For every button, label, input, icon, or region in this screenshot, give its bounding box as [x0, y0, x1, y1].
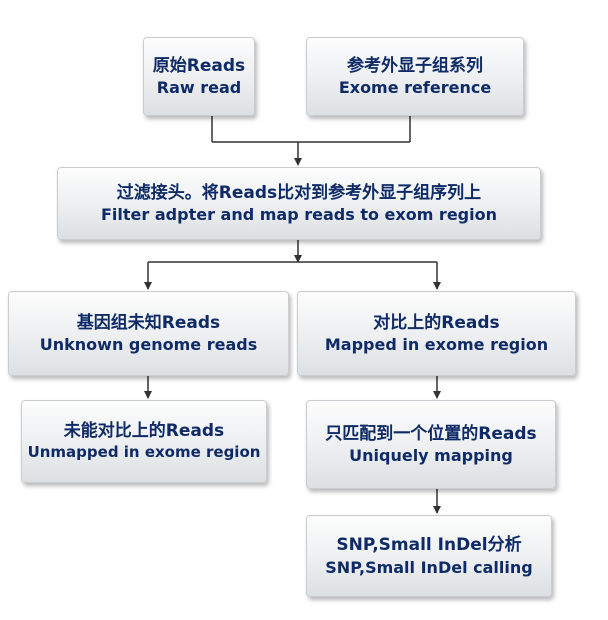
raw-reads-zh: 原始Reads — [152, 55, 246, 76]
unknown-genome-box: 基因组未知Reads Unknown genome reads — [8, 291, 289, 376]
exome-reference-box: 参考外显子组系列 Exome reference — [306, 37, 524, 116]
raw-reads-en: Raw read — [156, 78, 242, 98]
exome-reference-zh: 参考外显子组系列 — [347, 55, 483, 76]
mapped-zh: 对比上的Reads — [373, 312, 500, 333]
filter-map-en: Filter adpter and map reads to exom regi… — [101, 205, 497, 225]
mapped-en: Mapped in exome region — [324, 335, 549, 355]
snp-indel-box: SNP,Small InDel分析 SNP,Small InDel callin… — [306, 515, 552, 597]
snp-indel-zh: SNP,Small InDel分析 — [336, 535, 522, 556]
mapped-box: 对比上的Reads Mapped in exome region — [297, 291, 576, 376]
exome-reference-en: Exome reference — [338, 78, 492, 98]
unique-mapping-zh: 只匹配到一个位置的Reads — [325, 423, 537, 444]
filter-map-box: 过滤接头。将Reads比对到参考外显子组序列上 Filter adpter an… — [57, 167, 541, 240]
unknown-genome-zh: 基因组未知Reads — [76, 312, 221, 333]
unmapped-box: 未能对比上的Reads Unmapped in exome region — [21, 400, 267, 483]
unique-mapping-box: 只匹配到一个位置的Reads Uniquely mapping — [306, 400, 556, 489]
unknown-genome-en: Unknown genome reads — [39, 335, 258, 355]
raw-reads-box: 原始Reads Raw read — [143, 37, 255, 116]
filter-map-zh: 过滤接头。将Reads比对到参考外显子组序列上 — [116, 182, 482, 203]
snp-indel-en: SNP,Small InDel calling — [325, 557, 533, 577]
unmapped-en: Unmapped in exome region — [27, 442, 261, 461]
unmapped-zh: 未能对比上的Reads — [63, 421, 225, 442]
unique-mapping-en: Uniquely mapping — [349, 446, 513, 466]
